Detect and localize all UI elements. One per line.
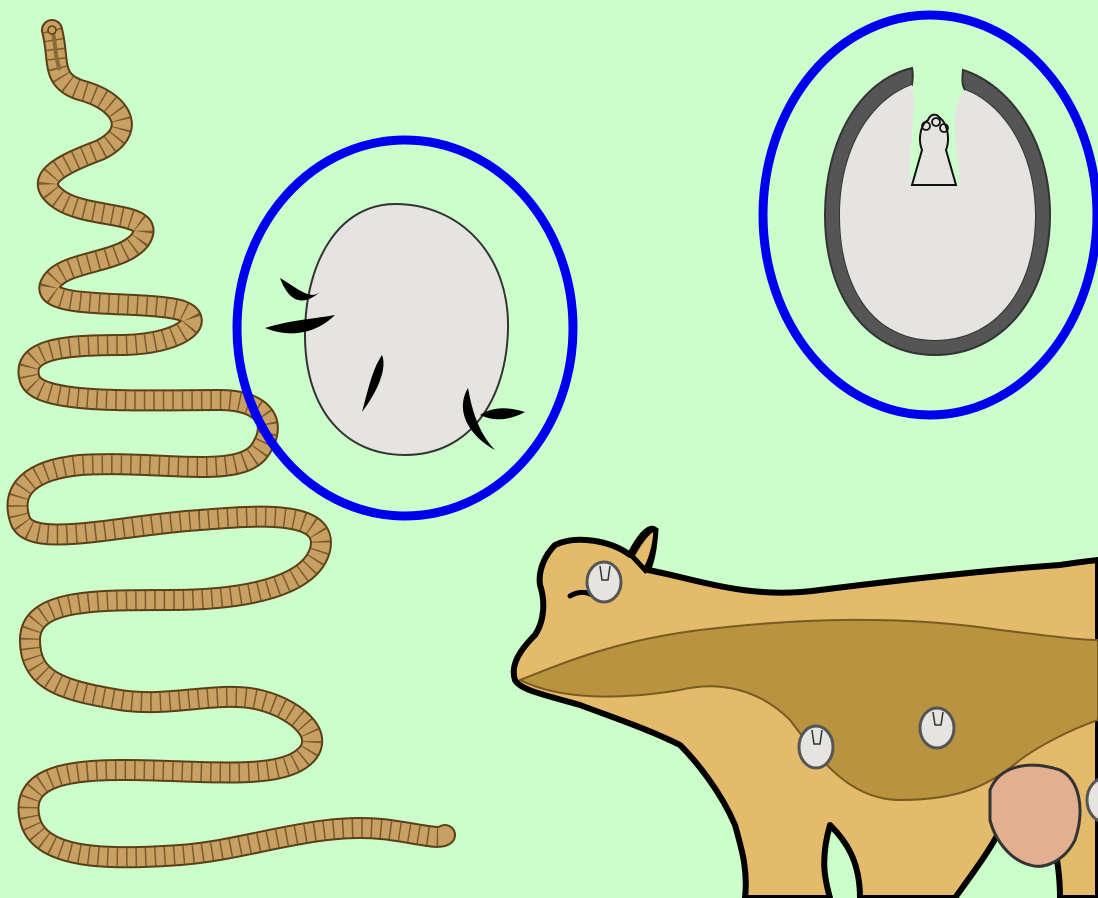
oncosphere-egg — [305, 204, 508, 455]
cyst-icon — [799, 726, 833, 768]
tapeworm-scolex — [48, 26, 56, 34]
cyst-icon — [587, 562, 621, 602]
cyst-icon — [920, 708, 954, 748]
cow-cyst-3 — [920, 708, 954, 748]
cow-cyst-2 — [799, 726, 833, 768]
cow-cyst-1 — [587, 562, 621, 602]
